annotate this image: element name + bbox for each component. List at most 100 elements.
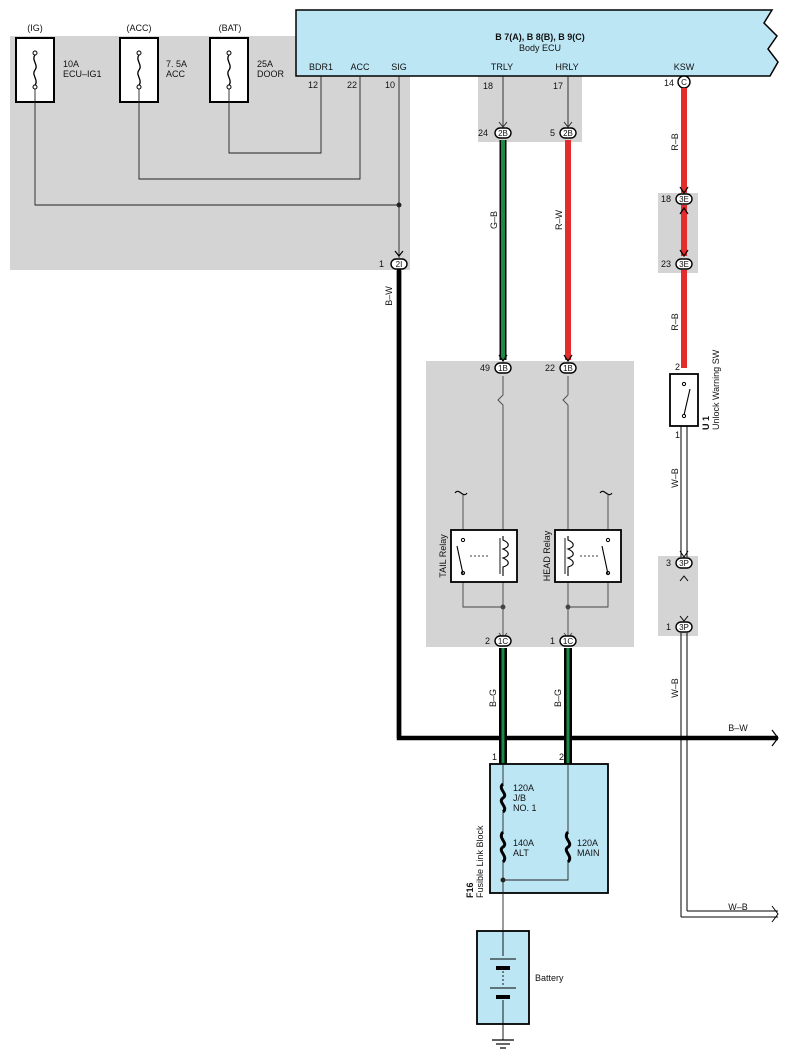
pin-14: 14 (664, 78, 674, 88)
fuse-ig-supply: (IG) (27, 23, 43, 33)
connector-ksw-id: C (681, 78, 687, 87)
battery (476, 930, 530, 1049)
connector-ksw-c: C 14 (664, 75, 691, 89)
fuse-acc-name: ACC (166, 69, 186, 79)
flb-alt-rating: 140A (513, 838, 534, 848)
connector-2i-pin: 1 (379, 259, 384, 269)
flb-jb-line1: J/B (513, 793, 526, 803)
ecu-pin-sig: SIG (391, 62, 407, 72)
body-ecu: B 7(A), B 8(B), B 9(C) Body ECU BDR1 ACC… (295, 9, 779, 77)
connector-1b-22: 1B 22 (545, 362, 577, 374)
unlock-sw-name: Unlock Warning SW (711, 349, 721, 430)
connector-3e-23-pin: 23 (661, 259, 671, 269)
ecu-pin-trly: TRLY (491, 62, 513, 72)
wire-wb (679, 426, 779, 923)
head-relay-label: HEAD Relay (542, 530, 552, 581)
connector-1b-49-pin: 49 (480, 363, 490, 373)
connector-3p-1: 3P 1 (666, 621, 693, 633)
flb-name: Fusible Link Block (475, 825, 485, 898)
connector-2b-5-pin: 5 (550, 128, 555, 138)
connector-1c-2-pin: 2 (485, 636, 490, 646)
connector-3e-23-id: 3E (679, 260, 689, 269)
fusible-link-block (489, 763, 609, 930)
ecu-title: B 7(A), B 8(B), B 9(C) (495, 32, 585, 42)
fuse-ig: (IG) 10A ECU–IG1 (15, 23, 102, 103)
connector-1c-1-id: 1C (563, 637, 573, 646)
fuse-ig-name: ECU–IG1 (63, 69, 102, 79)
wire-rw-label: R–W (554, 209, 564, 230)
connector-2b-5: 2B 5 (550, 127, 577, 139)
connector-2b-5-id: 2B (563, 129, 573, 138)
connector-3p-3-id: 3P (679, 559, 689, 568)
flb-main-rating: 120A (577, 838, 598, 848)
wire-gb-label: G–B (489, 211, 499, 229)
wire-wb-right-label: W–B (728, 902, 748, 912)
wire-rw (563, 140, 573, 363)
wire-rb-arrows (679, 186, 689, 258)
pin-17: 17 (553, 81, 563, 91)
wire-wb-1-label: W–B (670, 468, 680, 488)
connector-1c-2-id: 1C (498, 637, 508, 646)
connector-1b-49: 1B 49 (480, 362, 512, 374)
ecu-pin-acc: ACC (350, 62, 370, 72)
unlock-sw-code: U 1 (701, 416, 711, 430)
flb-jb-rating: 120A (513, 783, 534, 793)
wire-bg-2-label: B–G (553, 689, 563, 707)
relay-control-pins (498, 76, 573, 128)
connector-3p-3-pin: 3 (666, 558, 671, 568)
wire-bw-label: B–W (384, 286, 394, 306)
tail-relay-label: TAIL Relay (438, 534, 448, 578)
pin-22: 22 (347, 80, 357, 90)
connector-3e-18-pin: 18 (661, 194, 671, 204)
unlock-sw-pin-2: 2 (675, 362, 680, 372)
battery-label: Battery (535, 973, 564, 983)
unlock-sw-pin-1: 1 (675, 430, 680, 440)
connector-1c-1: 1C 1 (550, 635, 577, 647)
connector-1c-1-pin: 1 (550, 636, 555, 646)
connector-2b-24-pin: 24 (478, 128, 488, 138)
connector-1b-49-id: 1B (498, 364, 508, 373)
flb-alt-name: ALT (513, 848, 529, 858)
connector-2b-24: 2B 24 (478, 127, 512, 139)
pin-10: 10 (385, 80, 395, 90)
fuse-acc-rating: 7. 5A (166, 59, 187, 69)
pin-18: 18 (483, 81, 493, 91)
connector-3e-23: 3E 23 (661, 258, 693, 270)
wire-bg-1-label: B–G (488, 689, 498, 707)
fuse-bat-name: DOOR (257, 69, 285, 79)
wire-rb-1-label: R–B (670, 133, 680, 151)
flb-code: F16 (465, 882, 475, 898)
pin-12: 12 (308, 80, 318, 90)
connector-3p-1-id: 3P (679, 623, 689, 632)
connector-1b-22-id: 1B (563, 364, 573, 373)
flb-pin-2: 2 (559, 752, 564, 762)
connector-2i: 2I 1 (379, 250, 408, 270)
flb-jb-line2: NO. 1 (513, 803, 537, 813)
flb-main-name: MAIN (577, 848, 600, 858)
head-relay (554, 529, 622, 583)
unlock-warning-switch (669, 373, 699, 427)
ecu-pin-hrly: HRLY (555, 62, 578, 72)
connector-2i-id: 2I (396, 260, 403, 269)
connector-2b-24-id: 2B (498, 129, 508, 138)
connector-3e-18: 3E 18 (661, 193, 693, 205)
connector-1c-2: 1C 2 (485, 635, 512, 647)
connector-1b-22-pin: 22 (545, 363, 555, 373)
ecu-pin-bdr1: BDR1 (309, 62, 333, 72)
tail-relay (450, 529, 518, 583)
wire-gb (498, 140, 508, 363)
wire-rb-2-label: R–B (670, 313, 680, 331)
fuse-acc-supply: (ACC) (127, 23, 152, 33)
fuse-bat-rating: 25A (257, 59, 273, 69)
connector-3e-18-id: 3E (679, 195, 689, 204)
connector-3p-3: 3P 3 (666, 557, 693, 569)
connector-3p-1-pin: 1 (666, 622, 671, 632)
ecu-name: Body ECU (519, 43, 561, 53)
fuse-bat-supply: (BAT) (219, 23, 242, 33)
fuse-feed-wires (34, 76, 402, 258)
wire-wb-2-label: W–B (670, 678, 680, 698)
flb-pin-1: 1 (492, 752, 497, 762)
ecu-pin-ksw: KSW (674, 62, 695, 72)
wire-bw-right-label: B–W (728, 723, 748, 733)
